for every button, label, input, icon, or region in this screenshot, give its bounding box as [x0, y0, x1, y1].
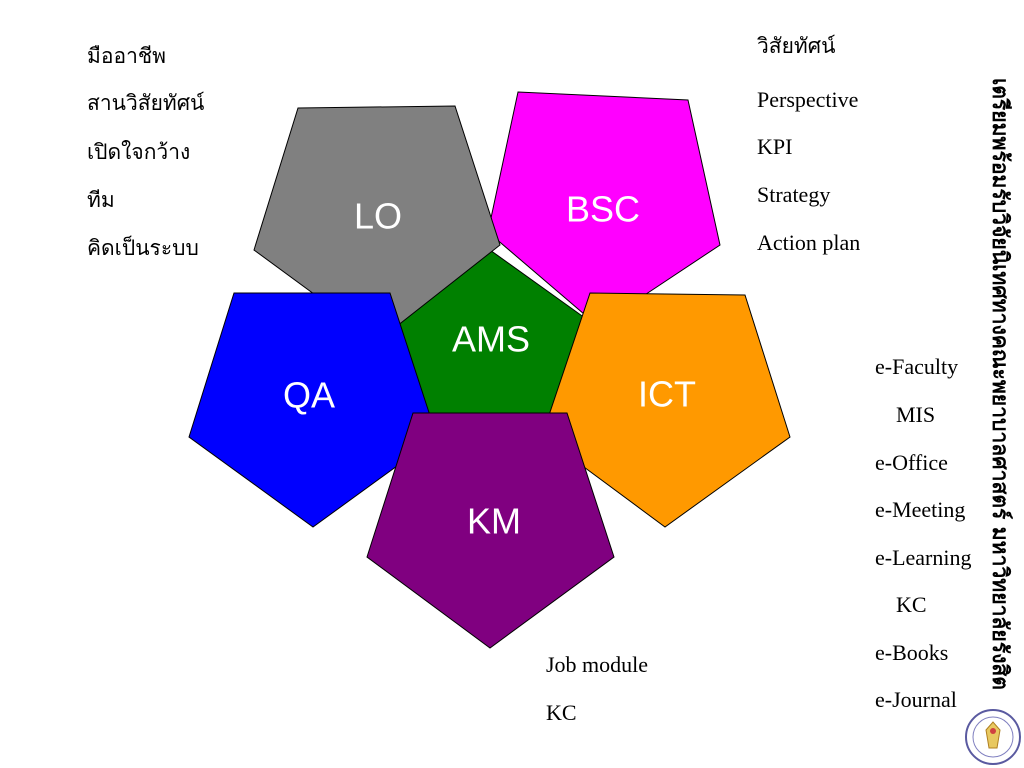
- ict-notes: e-Faculty MIS e-Office e-Meeting e-Learn…: [875, 354, 972, 712]
- ict-note: e-Meeting: [875, 497, 965, 522]
- lo-note: เปิดใจกว้าง: [87, 140, 190, 164]
- university-seal-icon: [965, 709, 1021, 765]
- km-pentagon: KM: [366, 412, 615, 649]
- lo-notes: มืออาชีพ สานวิสัยทัศน์ เปิดใจกว้าง ทีม ค…: [87, 44, 205, 260]
- bsc-note: Perspective: [757, 87, 858, 112]
- lo-note: ทีม: [87, 188, 115, 212]
- bsc-notes: วิสัยทัศน์ Perspective KPI Strategy Acti…: [757, 34, 860, 255]
- vertical-title: เตรียมพร้อมรับวิจัยนิเทศทางคณะพยาบาลศาสต…: [987, 78, 1013, 690]
- qa-label: QA: [283, 375, 335, 416]
- km-shape: [366, 412, 615, 649]
- lo-pentagon: LO: [253, 105, 501, 342]
- ams-label: AMS: [452, 319, 530, 360]
- lo-note: มืออาชีพ: [87, 44, 166, 68]
- ict-note: e-Journal: [875, 687, 957, 712]
- ict-pentagon: ICT: [541, 292, 791, 528]
- ict-note: e-Books: [875, 640, 948, 665]
- lo-note: คิดเป็นระบบ: [87, 234, 199, 260]
- ams-pentagon: AMS: [396, 249, 586, 414]
- lo-note: สานวิสัยทัศน์: [87, 91, 205, 115]
- ict-label: ICT: [638, 374, 696, 415]
- qa-pentagon: QA: [188, 292, 438, 528]
- lo-shape: [253, 105, 501, 342]
- bsc-note: วิสัยทัศน์: [757, 34, 836, 58]
- ict-note: e-Faculty: [875, 354, 958, 379]
- lo-label: LO: [354, 196, 402, 237]
- ict-note: MIS: [896, 402, 935, 427]
- bsc-note: Action plan: [757, 230, 860, 255]
- ict-note: e-Learning: [875, 545, 972, 570]
- km-note: KC: [546, 700, 577, 725]
- ict-note: e-Office: [875, 450, 948, 475]
- ict-shape: [541, 292, 791, 528]
- qa-shape: [188, 292, 438, 528]
- bsc-label: BSC: [566, 189, 640, 230]
- km-note: Job module: [546, 652, 648, 677]
- km-label: KM: [467, 501, 521, 542]
- km-notes: Job module KC: [546, 652, 648, 725]
- bsc-note: Strategy: [757, 182, 830, 207]
- ict-note: KC: [896, 592, 927, 617]
- bsc-pentagon: BSC: [487, 91, 721, 327]
- bsc-shape: [487, 91, 721, 327]
- bsc-note: KPI: [757, 134, 792, 159]
